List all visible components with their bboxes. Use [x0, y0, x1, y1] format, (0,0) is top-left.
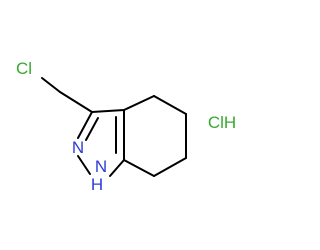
- bond-ch2-cl: [41, 77, 61, 93]
- bond-c3-ch2: [59, 91, 93, 113]
- chlorine-atom-label: Cl: [16, 59, 32, 78]
- bond-c3-c3a: [91, 109, 125, 113]
- nitrogen-2-label: N: [72, 138, 84, 157]
- bond-c3-n2-inner: [85, 117, 99, 141]
- bonds: [41, 77, 187, 177]
- atom-labels: Cl N N H ClH: [16, 59, 236, 194]
- molecule-drawing: Cl N N H ClH: [16, 59, 236, 194]
- bond-c4-c5: [153, 95, 187, 115]
- bond-n1-c7a: [109, 159, 125, 177]
- structure-canvas: Cl N N H ClH: [16, 59, 236, 194]
- bond-c3a-c4: [123, 95, 155, 111]
- bond-c3-n2: [77, 111, 93, 139]
- nitrogen-1-hydrogen-label: H: [91, 175, 103, 194]
- bond-c7-c7a: [123, 159, 155, 177]
- hydrochloride-label: ClH: [208, 113, 236, 132]
- bond-c6-c7: [153, 157, 187, 177]
- bond-n2-n1: [77, 155, 91, 175]
- nitrogen-1-label: N: [95, 157, 107, 176]
